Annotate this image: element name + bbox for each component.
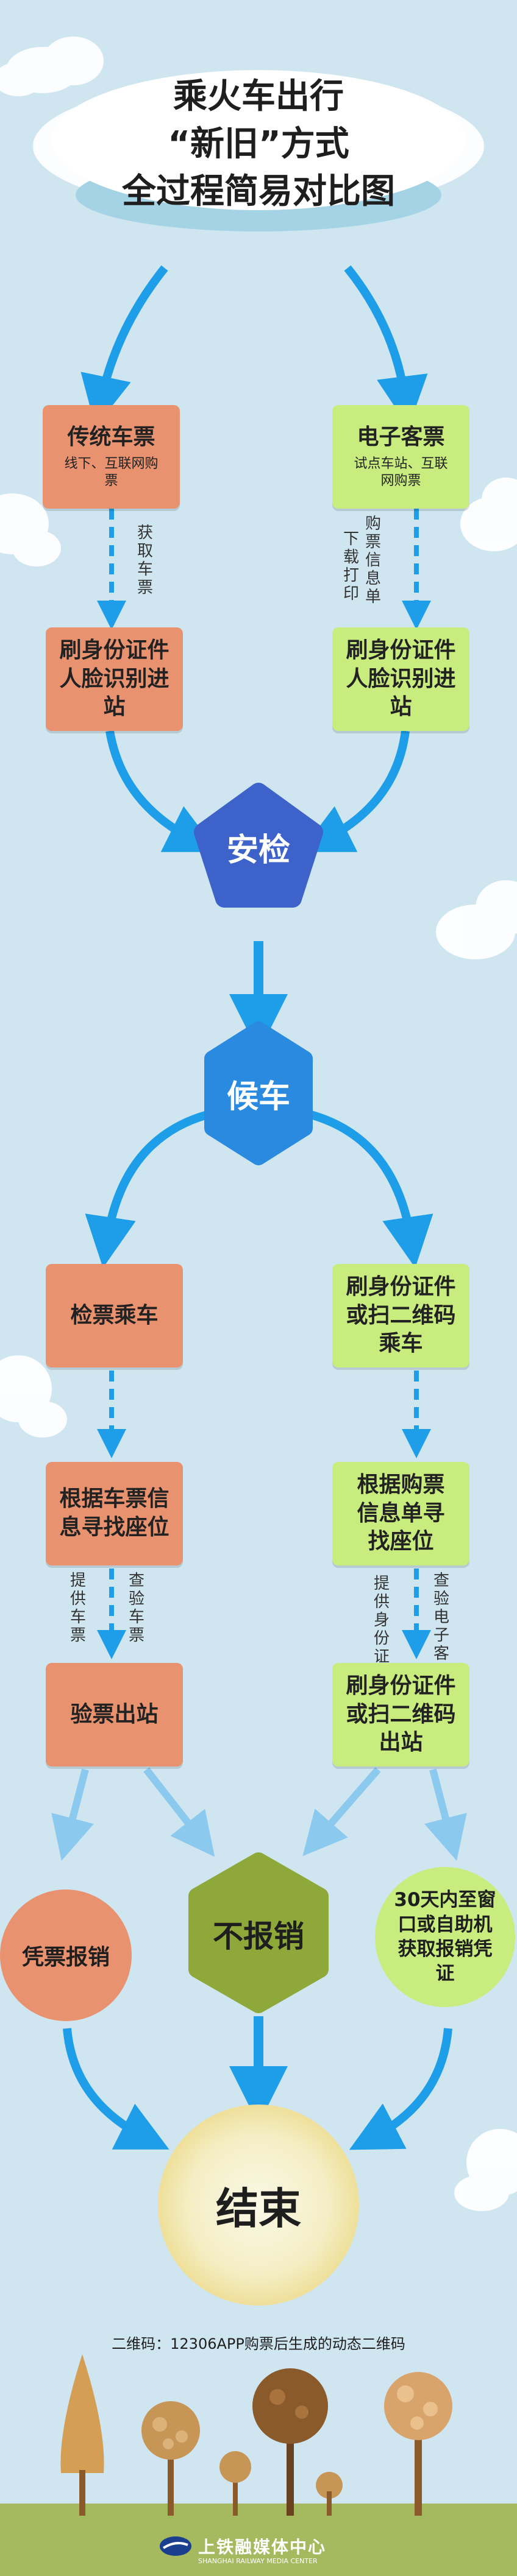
arrow-new-exit-reimburse <box>424 1768 467 1861</box>
tree-decoration <box>60 2354 452 2516</box>
arrow-old-to-security <box>105 730 218 852</box>
old-board-box: 检票乘车 <box>46 1264 183 1367</box>
no-reimburse-label: 不报销 <box>213 1919 304 1954</box>
new-step1-left-label: 下载打印 <box>343 530 359 603</box>
logo-text: 上铁融媒体中心 <box>198 2537 327 2557</box>
logo-subtext: SHANGHAI RAILWAY MEDIA CENTER <box>198 2557 318 2565</box>
arrow-waiting-left <box>85 1110 209 1268</box>
old-entry-box: 刷身份证件人脸识别进站 <box>46 627 183 731</box>
cloud-decoration <box>0 37 517 2211</box>
old-step2-right-label: 查验车票 <box>128 1572 144 1645</box>
new-step1-right-label: 购票信息单 <box>365 515 381 606</box>
page-title: 乘火车出行 “新旧”方式 全过程简易对比图 <box>76 73 441 216</box>
new-seat-text: 根据购票信息单寻找座位 <box>357 1472 445 1554</box>
old-step1-label: 获取车票 <box>137 524 153 597</box>
arrow-old-exit-noreimburse <box>143 1767 215 1857</box>
new-board-box: 刷身份证件或扫二维码乘车 <box>332 1264 469 1367</box>
new-entry-text: 刷身份证件人脸识别进站 <box>346 637 456 720</box>
new-entry-box: 刷身份证件人脸识别进站 <box>332 627 469 731</box>
new-ticket-sub: 试点车站、互联网购票 <box>354 456 448 489</box>
old-entry-text: 刷身份证件人脸识别进站 <box>59 637 169 720</box>
new-seat-box: 根据购票信息单寻找座位 <box>332 1462 469 1565</box>
waiting-shape <box>204 1022 313 1165</box>
old-ticket-box: 传统车票 线下、互联网购票 <box>43 405 180 509</box>
arrow-new-to-security <box>300 730 410 852</box>
security-label: 安检 <box>226 831 290 869</box>
arrow-reimburse-end <box>63 2028 169 2150</box>
arrow-new-exit-noreimburse <box>302 1767 381 1857</box>
new-reimburse-shape <box>375 1867 515 2007</box>
old-exit-text: 验票出站 <box>70 1701 159 1727</box>
footnote: 二维码：12306APP购票后生成的动态二维码 <box>112 2335 405 2352</box>
new-exit-text: 刷身份证件或扫二维码出站 <box>346 1673 456 1756</box>
end-label: 结束 <box>216 2183 301 2234</box>
ground <box>0 2504 517 2576</box>
new-reimburse-label: 30天内至窗口或自助机获取报销凭证 <box>394 1889 496 1985</box>
arrow-newreimburse-end <box>349 2028 452 2150</box>
new-ticket-title: 电子客票 <box>357 425 445 450</box>
old-board-text: 检票乘车 <box>70 1302 159 1328</box>
arrow-waiting-right <box>310 1110 433 1268</box>
old-ticket-title: 传统车票 <box>67 425 155 450</box>
new-ticket-box: 电子客票 试点车站、互联网购票 <box>332 405 469 509</box>
old-ticket-sub: 线下、互联网购票 <box>64 456 159 489</box>
title-line-3: 全过程简易对比图 <box>122 172 395 211</box>
no-reimburse-shape <box>188 1852 329 2013</box>
new-board-text: 刷身份证件或扫二维码乘车 <box>346 1274 456 1357</box>
security-shape <box>194 783 323 908</box>
old-exit-box: 验票出站 <box>46 1663 183 1766</box>
old-reimburse-label: 凭票报销 <box>21 1945 110 1970</box>
logo-mark <box>160 2536 191 2556</box>
old-step2-left-label: 提供车票 <box>70 1572 86 1645</box>
waiting-label: 候车 <box>226 1078 290 1115</box>
old-seat-text: 根据车票信息寻找座位 <box>59 1486 169 1540</box>
end-shape <box>158 2105 359 2306</box>
new-exit-box: 刷身份证件或扫二维码出站 <box>332 1663 469 1766</box>
title-cloud <box>33 70 484 231</box>
old-seat-box: 根据车票信息寻找座位 <box>46 1462 183 1565</box>
title-line-1: 乘火车出行 <box>173 77 344 116</box>
arrow-old-exit-reimburse <box>51 1768 94 1861</box>
arrow-title-right <box>344 265 428 428</box>
old-reimburse-shape <box>0 1890 132 2021</box>
arrow-title-left <box>80 265 168 428</box>
title-line-2: “新旧”方式 <box>168 124 349 164</box>
